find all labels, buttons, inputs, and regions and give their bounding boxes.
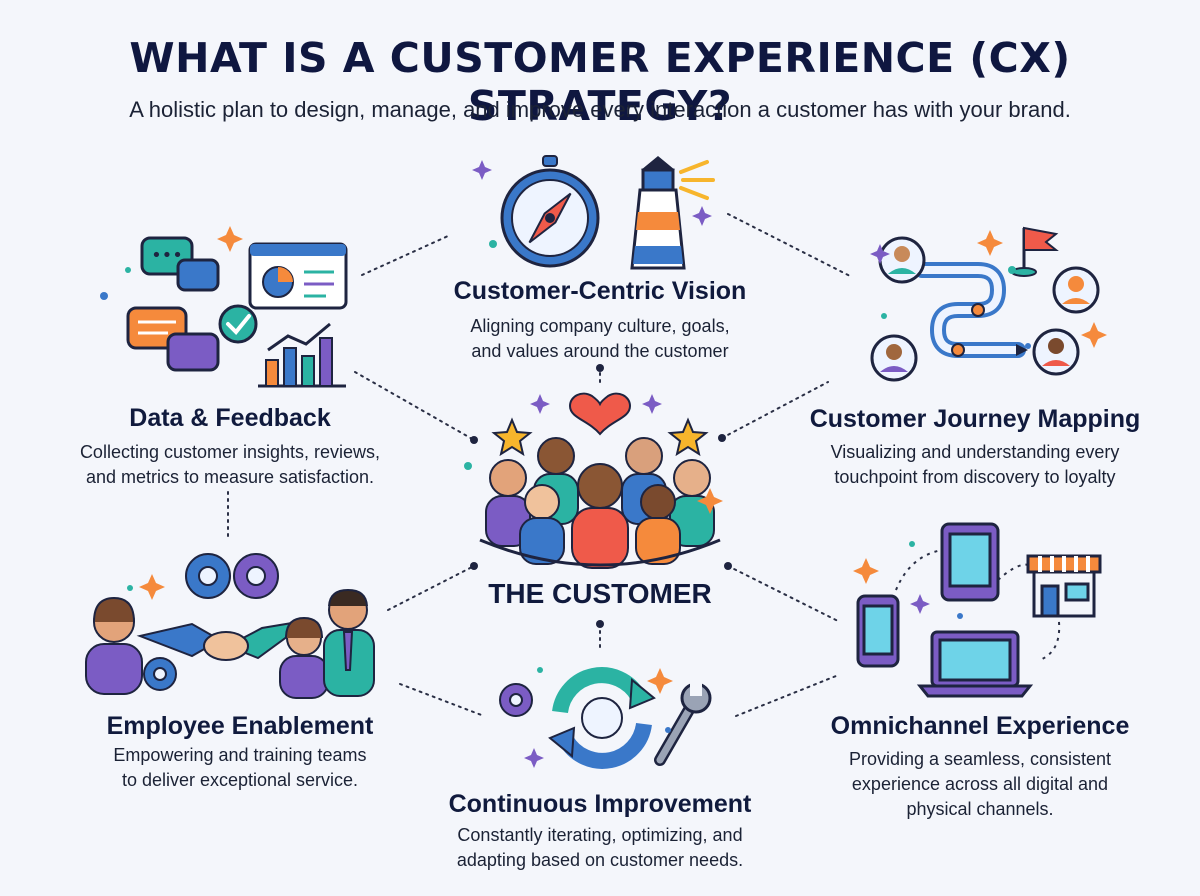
tablet-icon (940, 522, 1000, 602)
page-title: WHAT IS A CUSTOMER EXPERIENCE (CX) STRAT… (129, 34, 1071, 130)
node-label-journey: Customer Journey Mapping (809, 405, 1141, 433)
dashboard-icon (248, 242, 348, 310)
connector-vision-data (361, 235, 449, 276)
node-desc-employee: Empowering and training teams to deliver… (113, 745, 367, 790)
lighthouse-icon (630, 156, 715, 270)
node-desc-omni: Providing a seamless, consistent experie… (848, 749, 1112, 819)
connector-center-employee (387, 565, 475, 611)
connector-center-data (354, 371, 475, 441)
vision-illustration (500, 155, 715, 270)
journey-path-icon (914, 262, 1028, 358)
node-label-improve: Continuous Improvement (448, 790, 752, 818)
wrench-icon (654, 682, 712, 766)
node-desc-journey: Visualizing and understanding every touc… (830, 442, 1120, 487)
person-avatar-icon (870, 236, 1100, 382)
connector-center-journey (721, 381, 829, 439)
svg-text:•••: ••• (151, 245, 183, 266)
node-label-omni: Omnichannel Experience (830, 712, 1130, 740)
person-left-icon (85, 596, 143, 695)
journey-illustration (870, 226, 1100, 382)
laptop-icon (916, 630, 1034, 698)
gear-icon (499, 683, 533, 717)
node-label-data: Data & Feedback (129, 404, 331, 432)
cycle-arrows-icon (548, 667, 656, 769)
data-illustration: ••• (126, 236, 348, 388)
compass-icon (500, 155, 600, 268)
customer-group-icon (485, 437, 715, 569)
employee-illustration (85, 553, 375, 699)
store-icon (1026, 554, 1102, 618)
team-icon (279, 588, 375, 699)
page-subtitle: A holistic plan to design, manage, and i… (129, 97, 1071, 122)
node-desc-improve: Constantly iterating, optimizing, and ad… (456, 825, 744, 870)
node-label-employee: Employee Enablement (106, 712, 374, 740)
phone-icon (856, 594, 900, 668)
customer-illustration (479, 392, 721, 569)
chat-bubbles-icon: ••• (126, 236, 220, 372)
connector-employee-improve (399, 683, 485, 717)
flag-icon (1011, 226, 1059, 277)
bar-chart-icon (258, 322, 346, 388)
node-desc-data: Collecting customer insights, reviews, a… (79, 442, 381, 487)
node-label-vision: Customer-Centric Vision (453, 277, 747, 305)
connector-center-omni (727, 565, 841, 623)
checkmark-icon (218, 304, 258, 344)
heart-icon (568, 392, 632, 436)
connector-vision-journey (727, 213, 851, 277)
omni-illustration (856, 522, 1102, 698)
center-label: THE CUSTOMER (488, 578, 712, 609)
star-icon (491, 417, 709, 457)
improve-illustration (499, 667, 712, 769)
gears-icon (143, 553, 279, 691)
node-desc-vision: Aligning company culture, goals, and val… (470, 316, 730, 361)
